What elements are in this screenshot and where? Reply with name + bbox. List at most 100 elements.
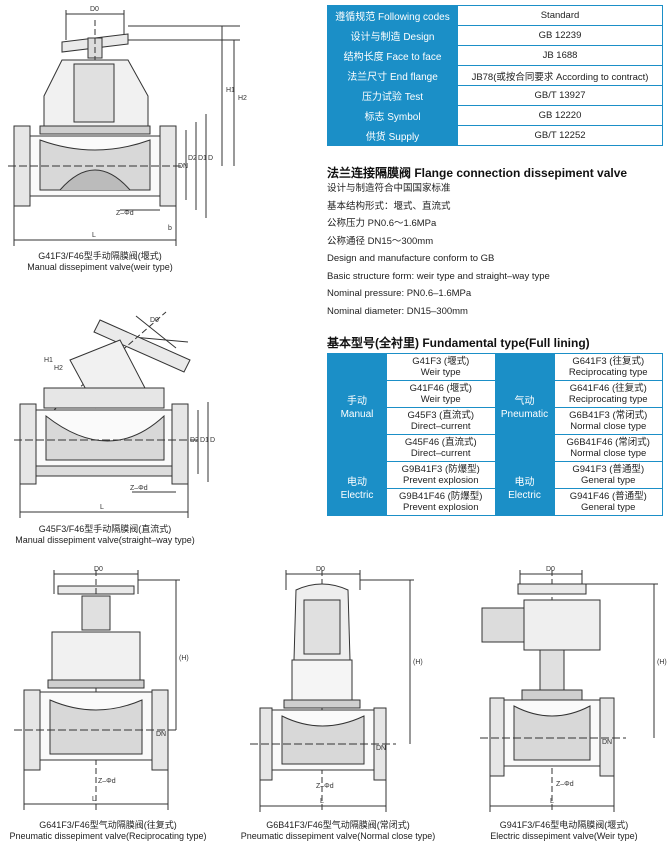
dim-d0: D0 [546,566,555,573]
g6b41-caption: G6B41F3/F46型气动隔膜阀(常闭式) Pneumatic dissepi… [228,820,448,842]
type-cell: G41F3 (堰式)Weir type [386,353,496,381]
g41-valve-drawing: D0 H1 H2 DN D2 D1 D Z–Φd L b [8,6,247,246]
types-heading: 基本型号(全衬里) Fundamental type(Full lining) [327,336,590,350]
dim-zd: Z–Φd [556,781,574,788]
g941-caption-en: Electric dissepiment valve(Weir type) [490,831,638,841]
spec-value: GB/T 12252 [457,125,663,146]
g45-valve-drawing: D0 H1 H2 D2 D1 D Z–Φd L [14,311,215,518]
flange-line: 公称通径 DN15～300mm [327,235,434,247]
dim-d2: D2 [188,155,197,162]
flange-line: 设计与制造符合中国国家标准 [327,183,451,194]
flange-line: 公称压力 PN0.6～1.6MPa [327,218,437,229]
dim-h: (H) [657,659,667,666]
spec-value: GB 12220 [457,105,663,126]
type-cell: G941F46 (普通型)General type [553,488,663,516]
g641-caption-en: Pneumatic dissepiment valve(Reciprocatin… [9,831,207,841]
g41-caption-en: Manual dissepiment valve(weir type) [27,262,173,272]
flange-line: 基本结构形式：堰式、直流式 [327,200,451,212]
type-cell: G641F3 (往复式)Reciprocating type [553,353,663,381]
flange-line: Nominal diameter: DN15–300mm [327,305,468,317]
manual-label-cn: 手动 [347,395,367,407]
spec-key: 结构长度 Face to face [327,45,458,66]
electric-label-cn: 电动 [347,476,367,488]
dim-d0: D0 [90,6,99,13]
type-cell: G941F3 (普通型)General type [553,461,663,489]
g941-valve-drawing: D0 (H) Z–Φd L DN [480,566,667,812]
dim-h: (H) [413,659,423,666]
type-cell: G9B41F46 (防爆型)Prevent explosion [386,488,496,516]
spec-key: 标志 Symbol [327,105,458,126]
pneumatic-label-cn: 气动 [514,395,535,407]
electric-label-en: Electric [340,489,374,501]
type-cell: G45F46 (直流式)Direct–current [386,434,496,462]
type-cell: G41F46 (堰式)Weir type [386,380,496,408]
spec-key: 供货 Supply [327,125,458,146]
dim-dn: DN [602,739,612,746]
electric-label-en: Electric [508,489,541,501]
g6b41-caption-en: Pneumatic dissepiment valve(Normal close… [240,831,436,841]
spec-value: GB 12239 [457,25,663,46]
g641-caption-cn: G641F3/F46型气动隔膜阀(往复式) [39,820,177,830]
pneumatic-label-en: Pneumatic [500,408,549,420]
g941-caption: G941F3/F46型电动隔膜阀(堰式) Electric dissepimen… [458,820,670,842]
electric-category-left: 电动 Electric [327,461,387,516]
spec-value: JB78(或按合同要求 According to contract) [457,65,663,86]
spec-value: JB 1688 [457,45,663,66]
spec-key: 遵循规范 Following codes [327,5,458,26]
dim-zd: Z–Φd [130,485,148,492]
g41-caption-cn: G41F3/F46型手动隔膜阀(堰式) [38,251,162,261]
spec-value: GB/T 13927 [457,85,663,106]
dim-dn: DN [376,745,386,752]
types-table: 手动 Manual G41F3 (堰式)Weir type 气动 Pneumat… [327,353,663,516]
spec-value: Standard [457,5,663,26]
dim-dn: DN [156,731,166,738]
flange-line: Nominal pressure: PN0.6–1.6MPa [327,288,472,299]
dim-d0: D0 [150,317,159,324]
dim-d1: D1 [198,155,207,162]
electric-label-cn: 电动 [514,476,535,488]
type-cell: G45F3 (直流式)Direct–current [386,407,496,435]
type-cell: G641F46 (往复式)Reciprocating type [553,380,663,408]
g45-caption-cn: G45F3/F46型手动隔膜阀(直流式) [38,524,172,534]
dim-l: L [92,796,96,803]
dim-zd: Z–Φd [116,210,134,217]
dim-d1: D1 [200,437,209,444]
spec-key: 设计与制造 Design [327,25,458,46]
g6b41-caption-cn: G6B41F3/F46型气动隔膜阀(常闭式) [266,820,410,830]
type-cell: G9B41F3 (防爆型)Prevent explosion [386,461,496,489]
dim-h1: H1 [44,357,53,364]
dim-dn: DN [178,163,188,170]
spec-key: 法兰尺寸 End flange [327,65,458,86]
dim-h2: H2 [54,365,63,372]
manual-label-en: Manual [340,408,374,420]
dim-d2: D2 [190,437,199,444]
spec-key: 压力试验 Test [327,85,458,106]
dim-zd: Z–Φd [316,783,334,790]
dim-d0: D0 [316,566,325,573]
g41-caption: G41F3/F46型手动隔膜阀(堰式) Manual dissepiment v… [0,251,200,273]
dim-l: L [100,504,104,511]
dim-d0: D0 [94,566,103,573]
type-cell: G6B41F3 (常闭式)Normal close type [553,407,663,435]
g641-caption: G641F3/F46型气动隔膜阀(往复式) Pneumatic dissepim… [0,820,216,842]
manual-category: 手动 Manual [327,353,387,462]
dim-h1: H1 [226,87,235,94]
dim-zd: Z–Φd [98,778,116,785]
dim-h: (H) [179,655,189,662]
g45-caption-en: Manual dissepiment valve(straight–way ty… [15,535,195,545]
electric-category-right: 电动 Electric [494,461,555,516]
dim-l: L [320,798,324,805]
dim-l: L [92,232,96,239]
dim-b: b [168,225,172,232]
g941-caption-cn: G941F3/F46型电动隔膜阀(堰式) [499,820,629,830]
flange-line: Design and manufacture conform to GB [327,253,495,264]
dim-d: D [208,155,213,162]
dim-d: D [210,437,215,444]
